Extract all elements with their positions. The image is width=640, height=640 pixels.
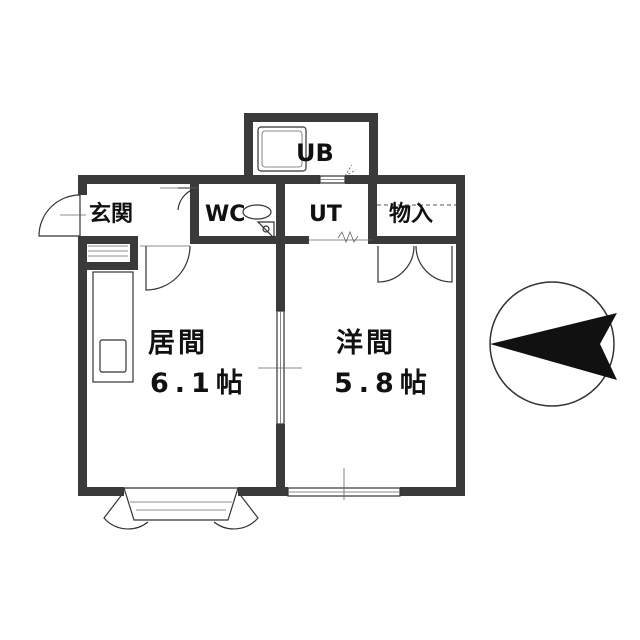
- label-ub: UB: [296, 139, 334, 167]
- closet-door-right: [415, 245, 453, 283]
- label-western-size: 5.8帖: [334, 368, 433, 399]
- fixtures: [88, 126, 456, 500]
- closet-door-left: [377, 245, 415, 283]
- label-living-name: 居間: [148, 328, 208, 359]
- bay-window-left-sash: [103, 491, 149, 530]
- living-door: [145, 245, 191, 291]
- room-labels: UB 玄関 WC UT 物入 居間 6.1帖 洋間 5.8帖: [89, 139, 433, 399]
- toilet-bowl: [242, 204, 272, 220]
- label-ut: UT: [309, 202, 342, 227]
- compass: [489, 281, 617, 407]
- label-western-name: 洋間: [336, 327, 396, 359]
- label-living-size: 6.1帖: [150, 368, 249, 399]
- north-arrow-icon: [490, 313, 617, 380]
- doors: [38, 187, 453, 530]
- label-storage: 物入: [389, 201, 433, 227]
- entrance-door: [38, 194, 81, 237]
- bay-window-right-sash: [213, 491, 259, 530]
- walls: [78, 113, 465, 496]
- kitchen-sink: [99, 339, 127, 373]
- bay-window: [123, 487, 239, 521]
- label-genkan: 玄関: [89, 201, 133, 227]
- kitchen-counter: [92, 271, 134, 383]
- toilet-tank: [256, 221, 275, 240]
- bathtub: [257, 126, 307, 172]
- label-wc: WC: [205, 202, 245, 227]
